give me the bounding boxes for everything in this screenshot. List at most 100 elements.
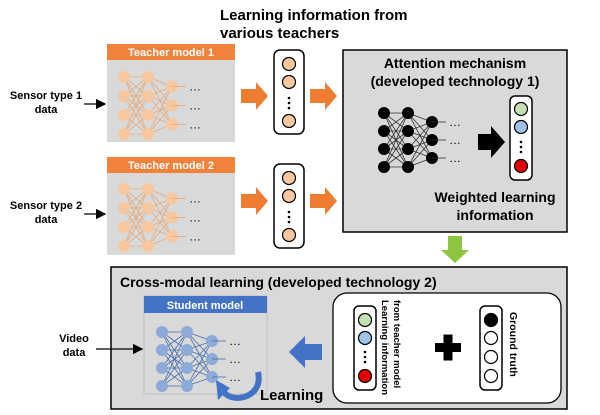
- sensor1-label-line2: data: [35, 104, 59, 116]
- teacher2-net-edge: [147, 198, 173, 247]
- vector-dot: [519, 150, 523, 154]
- student-net-node: [156, 344, 168, 356]
- orange-arrow-vector1-to-attention: [310, 82, 337, 110]
- weighted-label-line2: information: [457, 207, 534, 223]
- student-net-node: [181, 362, 193, 374]
- teacher1-info-vector: [273, 49, 305, 135]
- student-net-edge: [161, 349, 188, 387]
- attention-net-node: [402, 107, 414, 119]
- student-net-node: [181, 344, 193, 356]
- teacher2-net-node: [118, 221, 130, 233]
- ground-truth-label: Ground truth: [507, 312, 519, 377]
- vector-node: [483, 368, 499, 384]
- attention-net-ellipsis: …: [449, 133, 461, 147]
- teacher-info-vector-box: [353, 305, 377, 391]
- teacher1-net-node: [118, 71, 130, 83]
- teacher1-net-node: [142, 109, 154, 121]
- teacher1-net-edge: [147, 86, 173, 135]
- attention-net-node: [378, 125, 390, 137]
- teacher2-net-node: [118, 202, 130, 214]
- teacher-model-1-network: ………: [118, 71, 201, 140]
- student-net-edge: [161, 331, 188, 369]
- teacher-model-2-network: ………: [118, 183, 201, 252]
- attention-net-edge: [383, 112, 409, 150]
- attention-net-edge: [407, 121, 433, 150]
- vector-dot: [363, 355, 367, 359]
- teacher1-net-node: [142, 90, 154, 102]
- teacher2-net-ellipsis: …: [189, 211, 201, 225]
- blue-left-arrow: [289, 336, 322, 368]
- learning-curve-arrowhead: [216, 380, 230, 400]
- vector-node: [281, 188, 297, 204]
- student-net-node: [181, 326, 193, 338]
- attention-title-line2: (developed technology 1): [371, 73, 540, 89]
- vector-node: [281, 74, 297, 90]
- cross-modal-learning: Cross-modal learning (developed technolo…: [110, 266, 568, 410]
- attention-net-edge: [383, 130, 409, 168]
- vector-node: [281, 227, 297, 243]
- teacher1-net-ellipsis: …: [189, 118, 201, 132]
- vector-node: [513, 119, 529, 135]
- vector-node: [357, 312, 373, 328]
- ground-truth-vector-box: [479, 305, 503, 391]
- teacher1-net-node: [118, 128, 130, 140]
- teacher-model-2-title: Teacher model 2: [128, 160, 214, 172]
- teacher2-info-vector-box: [273, 163, 305, 249]
- vector-node: [357, 368, 373, 384]
- teacher-info-vector: [357, 312, 373, 384]
- student-net-ellipsis: …: [229, 334, 241, 348]
- teacher2-net-edge: [123, 188, 149, 228]
- teacher1-net-node: [142, 71, 154, 83]
- teacher1-net-edge: [123, 76, 149, 116]
- learning-curve-arrow: [221, 371, 262, 401]
- teacher2-net-edge: [123, 207, 149, 247]
- attention-mechanism: Attention mechanism (developed technolog…: [342, 49, 568, 233]
- attention-title-line1: Attention mechanism: [384, 55, 526, 71]
- attention-net-node: [402, 161, 414, 173]
- video-label-line2: data: [63, 347, 87, 359]
- teacher1-net-node: [118, 90, 130, 102]
- vector-node: [281, 56, 297, 72]
- student-net-edge: [186, 340, 213, 387]
- weighted-label-line1: Weighted learning: [434, 189, 555, 205]
- teacher-model-1: Teacher model 1 ………: [107, 44, 235, 142]
- attention-net-edge: [383, 112, 409, 168]
- student-model-header: [144, 296, 267, 313]
- teacher2-net-node: [118, 183, 130, 195]
- teacher1-net-edge: [123, 95, 149, 135]
- vector-dot: [519, 140, 523, 144]
- orange-arrow-t2-to-vector: [241, 187, 268, 215]
- green-down-arrow: [441, 236, 469, 263]
- header-line2: various teachers: [220, 25, 339, 42]
- orange-arrow-t1-to-vector: [241, 82, 268, 110]
- crossmodal-title: Cross-modal learning (developed technolo…: [120, 274, 437, 290]
- teacher2-net-node: [142, 221, 154, 233]
- student-net-edge: [186, 358, 213, 387]
- student-net-node: [156, 326, 168, 338]
- vector-node: [483, 330, 499, 346]
- teacher2-info-vector: [273, 163, 305, 249]
- vector-node: [483, 312, 499, 328]
- teacher-model-2: Teacher model 2 ………: [107, 157, 235, 255]
- vector-dot: [287, 220, 291, 224]
- weighted-info-vector: [513, 101, 529, 174]
- attention-net-edge: [407, 121, 433, 168]
- teacher1-info-vector-box: [273, 49, 305, 135]
- teacher1-net-edge: [123, 76, 149, 135]
- attention-net-node: [402, 125, 414, 137]
- teacher-model-1-header: [107, 44, 235, 60]
- teacher2-net-edge: [123, 188, 149, 247]
- attention-network: ………: [378, 107, 461, 173]
- teacher2-net-edge: [147, 198, 173, 228]
- student-net-edge: [186, 340, 213, 369]
- vector-node: [513, 101, 529, 117]
- video-label-line1: Video: [59, 333, 89, 345]
- header-line1: Learning information from: [220, 7, 408, 24]
- vector-node: [483, 349, 499, 365]
- teacher-info-label-line2: from teacher model: [391, 300, 402, 388]
- vector-dot: [363, 360, 367, 364]
- vector-dot: [287, 96, 291, 100]
- student-net-node: [181, 380, 193, 392]
